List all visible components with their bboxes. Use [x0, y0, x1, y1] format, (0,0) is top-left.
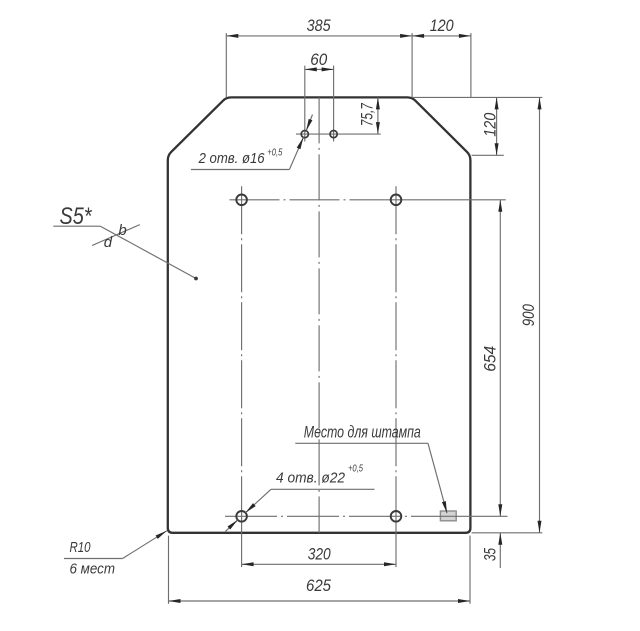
svg-text:35: 35	[481, 548, 500, 561]
svg-text:385: 385	[307, 16, 331, 35]
svg-text:120: 120	[480, 112, 499, 136]
svg-text:60: 60	[310, 50, 327, 69]
svg-text:d: d	[104, 234, 113, 251]
svg-text:320: 320	[308, 545, 331, 564]
svg-text:b: b	[118, 222, 126, 239]
svg-text:+0,5: +0,5	[348, 463, 363, 475]
svg-text:625: 625	[306, 576, 331, 595]
svg-text:R10: R10	[70, 540, 91, 556]
svg-text:654: 654	[481, 346, 500, 372]
svg-text:120: 120	[430, 16, 454, 35]
svg-text:75,7: 75,7	[357, 103, 376, 126]
svg-text:2 отв. ø16: 2 отв. ø16	[198, 150, 265, 167]
svg-text:4 отв. ø22: 4 отв. ø22	[276, 470, 346, 487]
svg-text:6 мест: 6 мест	[70, 562, 116, 578]
svg-text:S5*: S5*	[60, 203, 93, 230]
svg-text:900: 900	[519, 304, 538, 326]
svg-text:+0,5: +0,5	[267, 147, 282, 159]
svg-text:Место для штампа: Место для штампа	[304, 424, 421, 442]
